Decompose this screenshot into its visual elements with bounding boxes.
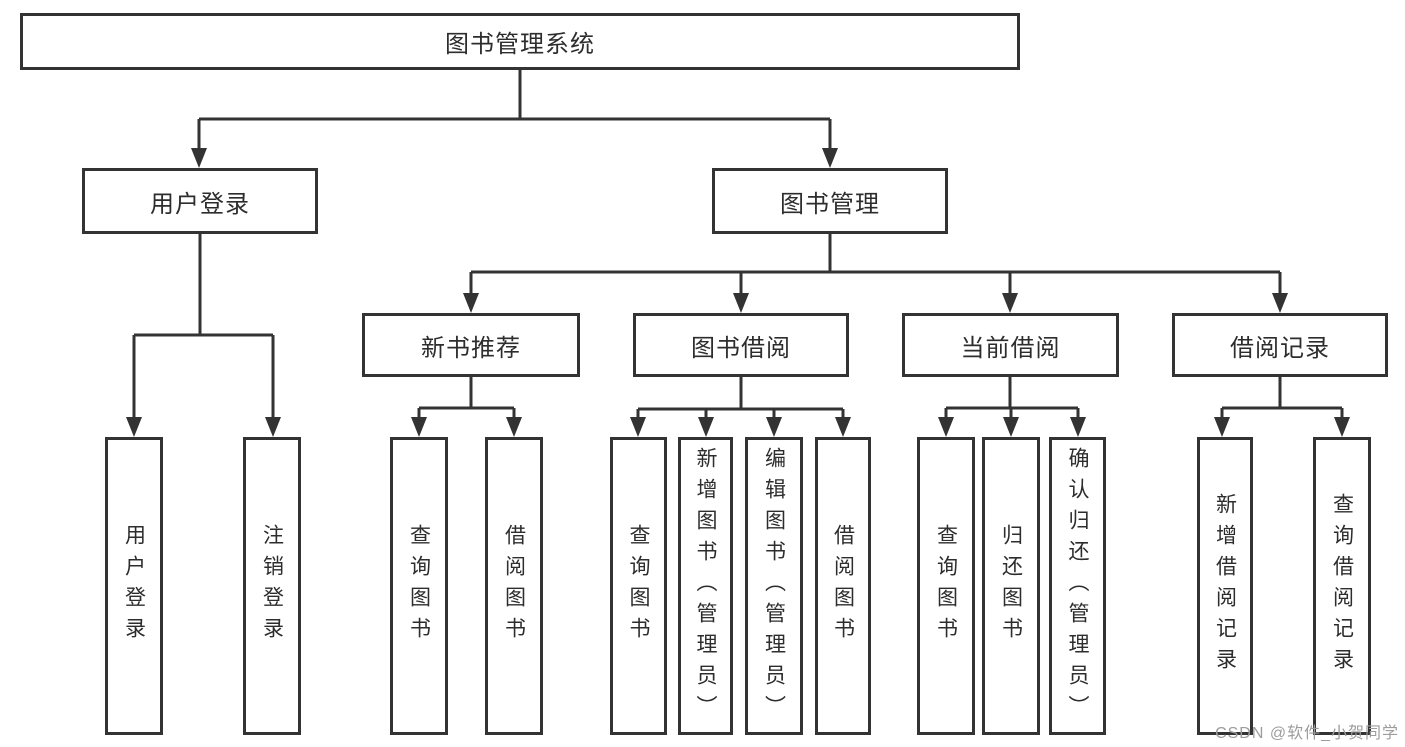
leaf-edit-books-admin: 编辑图书（管理员）: [745, 437, 803, 735]
leaf-logout: 注销登录: [243, 437, 301, 735]
node-label: 借阅图书: [831, 524, 855, 648]
node-label: 查询借阅记录: [1330, 493, 1354, 679]
leaf-query-books-recommend: 查询图书: [390, 437, 448, 735]
leaf-query-books-current: 查询图书: [917, 437, 975, 735]
node-root-library-system: 图书管理系统: [20, 13, 1020, 70]
csdn-watermark: CSDN @软件_小贺同学: [1215, 725, 1399, 742]
leaf-borrow-books-recommend: 借阅图书: [485, 437, 543, 735]
leaf-query-borrow-record: 查询借阅记录: [1313, 437, 1371, 735]
leaf-add-borrow-record: 新增借阅记录: [1197, 437, 1253, 735]
leaf-confirm-return-admin: 确认归还（管理员）: [1049, 437, 1106, 735]
leaf-query-books-borrow: 查询图书: [610, 437, 667, 735]
node-label: 注销登录: [260, 524, 284, 648]
node-label: 借阅记录: [1230, 334, 1330, 362]
node-label: 借阅图书: [502, 524, 526, 648]
leaf-user-login: 用户登录: [105, 437, 163, 735]
node-borrow-records: 借阅记录: [1172, 313, 1388, 377]
node-label: 图书管理: [780, 190, 880, 218]
node-label: 用户登录: [122, 524, 146, 648]
node-label: 查询图书: [407, 524, 431, 648]
node-user-login: 用户登录: [82, 168, 318, 234]
node-new-book-recommend: 新书推荐: [362, 313, 580, 377]
node-label: 图书借阅: [691, 334, 791, 362]
node-book-management: 图书管理: [712, 168, 948, 234]
node-label: 查询图书: [627, 524, 650, 648]
node-label: 图书管理系统: [445, 31, 595, 58]
node-label: 新增图书（管理员）: [694, 446, 717, 726]
leaf-borrow-books: 借阅图书: [815, 437, 871, 735]
leaf-add-books-admin: 新增图书（管理员）: [678, 437, 733, 735]
node-label: 当前借阅: [960, 334, 1061, 362]
node-label: 新增借阅记录: [1213, 493, 1237, 679]
node-label: 编辑图书（管理员）: [762, 446, 786, 726]
node-book-borrow: 图书借阅: [633, 313, 849, 377]
node-label: 归还图书: [999, 524, 1023, 648]
leaf-return-books: 归还图书: [982, 437, 1040, 735]
node-label: 查询图书: [934, 524, 958, 648]
node-label: 用户登录: [150, 190, 250, 218]
node-label: 确认归还（管理员）: [1066, 446, 1089, 726]
node-current-borrow: 当前借阅: [902, 313, 1119, 377]
node-label: 新书推荐: [421, 334, 521, 362]
